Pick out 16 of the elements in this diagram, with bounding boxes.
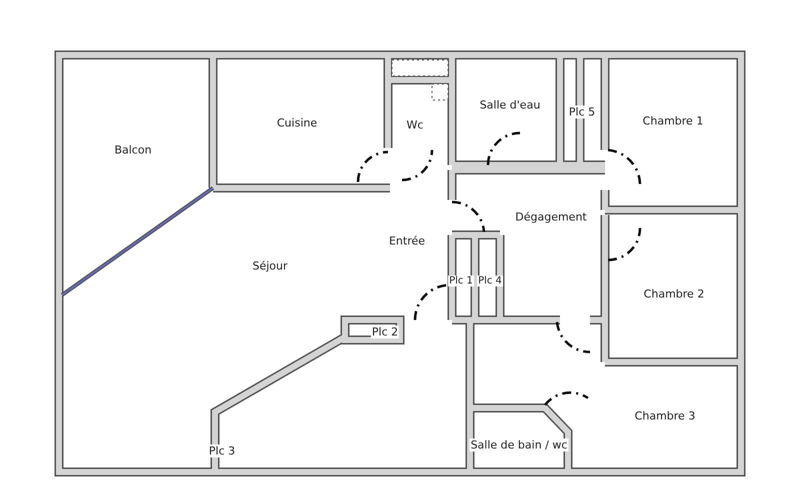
room-label: Plc 1 [448, 276, 474, 286]
room-label: Plc 4 [477, 276, 503, 286]
room-label: Plc 2 [370, 326, 400, 338]
room-label: Séjour [251, 260, 289, 272]
room-label: Dégagement [514, 210, 588, 224]
room-label: Wc [406, 118, 424, 132]
room-label: Chambre 1 [642, 114, 704, 128]
room-label: Chambre 2 [642, 288, 706, 300]
room-label: Balcon [113, 144, 153, 156]
room-label: Plc 3 [208, 444, 236, 458]
room-label: Chambre 3 [634, 410, 696, 422]
room-label: Plc 5 [568, 106, 596, 118]
room-label: Salle de bain / wc [470, 438, 568, 452]
room-label: Cuisine [276, 116, 318, 130]
room-label: Entrée [388, 234, 426, 248]
room-label: Salle d'eau [478, 98, 542, 112]
